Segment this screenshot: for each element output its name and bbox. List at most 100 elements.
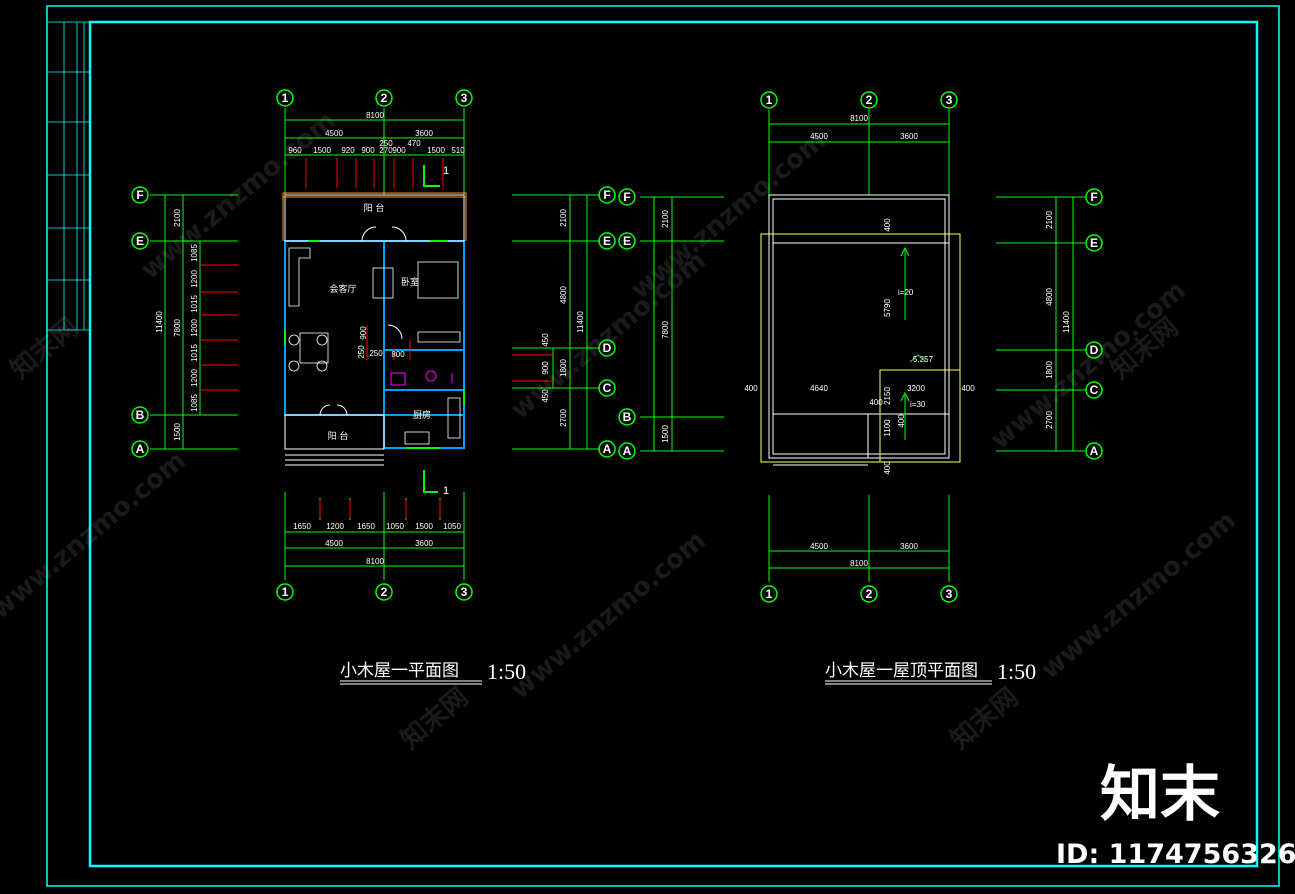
dim-bottom-bay: 3600 [900, 542, 918, 551]
watermark-text: www.znzmo.com [985, 275, 1191, 455]
dim-top-detail: 510 [451, 146, 465, 155]
dim-left-detail: 1015 [190, 344, 199, 362]
left-plan: 1 1 1 2 3 1 2 3 F E B A [131, 89, 526, 685]
dim-right: 2700 [1045, 411, 1054, 429]
slope-label: i=30 [910, 400, 926, 409]
watermark-text: www.znzmo.com [1035, 505, 1241, 685]
dim-left-bottom: 1500 [173, 423, 182, 441]
grid-label: D [603, 341, 612, 355]
grid-label: A [1090, 444, 1099, 458]
grid-label: F [1090, 190, 1097, 204]
watermark-text: www.znzmo.com [625, 125, 831, 305]
dim-top-detail: 250 [379, 139, 393, 148]
grid-label: 1 [766, 587, 773, 601]
brand-logo: 知末 [1100, 760, 1220, 830]
dim-bottom-detail: 1200 [326, 522, 344, 531]
grid-label: 3 [946, 587, 953, 601]
grid-label: F [136, 188, 143, 202]
dim-mid: 900 [541, 361, 550, 375]
dim-bottom-bay: 4500 [810, 542, 828, 551]
dim-left-detail: 1200 [190, 319, 199, 337]
dim-left-total: 11400 [155, 311, 164, 333]
dim-roof: 400 [883, 461, 892, 475]
dim-bottom-total: 8100 [366, 557, 384, 566]
dim-top-bay: 3600 [900, 132, 918, 141]
dim-mid: 2700 [559, 409, 568, 427]
grid-label: 3 [461, 91, 468, 105]
outer-frame [46, 5, 1280, 887]
dim-top-detail: 900 [361, 146, 375, 155]
grid-label: C [1090, 383, 1099, 397]
dim-inner: 800 [391, 350, 405, 359]
dim-inner: 250 [369, 349, 383, 358]
dim-mid: 450 [541, 389, 550, 403]
dim-mid: 11400 [576, 311, 585, 333]
grid-label: 1 [766, 93, 773, 107]
dim-bottom-bay: 4500 [325, 539, 343, 548]
dim-bottom-detail: 1650 [293, 522, 311, 531]
dim-roof: 5790 [883, 299, 892, 317]
dim-bottom-detail: 1050 [443, 522, 461, 531]
dim-top-detail: 270 [379, 146, 393, 155]
dim-right: 2100 [1045, 211, 1054, 229]
dim-roof: 400 [744, 384, 758, 393]
dim-top-detail: 960 [288, 146, 302, 155]
room-bedroom: 卧室 [401, 276, 419, 288]
dim-bottom-detail: 1500 [415, 522, 433, 531]
dim-bottom-detail: 1650 [357, 522, 375, 531]
grid-label: B [623, 410, 632, 424]
watermark-text: www.znzmo.com [505, 525, 711, 705]
grid-bubbles-left: F E B A [131, 186, 149, 458]
grid-bubbles-bottom: 1 2 3 [276, 583, 473, 601]
dim-mid: 7800 [661, 321, 670, 339]
grid-label: F [603, 188, 610, 202]
right-plan: 1 2 3 1 2 3 F E D C A 8100 4500 3600 450… [744, 91, 1103, 685]
dim-mid: 450 [541, 333, 550, 347]
grid-label: E [623, 234, 631, 248]
room-balcony-bottom: 阳 台 [328, 430, 349, 442]
dim-left-detail: 1085 [190, 394, 199, 412]
dim-right: 11400 [1062, 311, 1071, 333]
grid-label: D [1090, 343, 1099, 357]
dim-top-detail: 920 [341, 146, 355, 155]
grid-label: 1 [282, 91, 289, 105]
dim-left-detail: 1200 [190, 369, 199, 387]
dim-roof: 4640 [810, 384, 828, 393]
grid-bubbles-top: 1 2 3 [276, 89, 473, 107]
dim-inner: 900 [359, 326, 368, 340]
level-label: 5.257 [913, 355, 934, 364]
grid-label: B [136, 408, 145, 422]
dim-roof: 3200 [907, 384, 925, 393]
dim-mid: 2100 [559, 209, 568, 227]
dim-mid: 2100 [661, 210, 670, 228]
dim-top-bay: 3600 [415, 129, 433, 138]
dim-bottom-total: 8100 [850, 559, 868, 568]
grid-label: A [136, 442, 145, 456]
dim-roof: 2150 [883, 387, 892, 405]
dim-roof: 400 [869, 398, 883, 407]
grid-label: F [623, 190, 630, 204]
dim-left-detail: 1085 [190, 244, 199, 262]
grid-label: E [603, 234, 611, 248]
dim-top-total: 8100 [366, 111, 384, 120]
grid-label: 3 [946, 93, 953, 107]
dim-top-detail: 1500 [313, 146, 331, 155]
dim-top-bay: 4500 [810, 132, 828, 141]
dim-right: 1800 [1045, 361, 1054, 379]
dim-inner: 250 [357, 345, 366, 359]
dim-top-total: 8100 [850, 114, 868, 123]
watermark-text: 知末网 [5, 312, 84, 385]
watermark-text: 知末网 [945, 682, 1024, 755]
title-block [47, 21, 90, 331]
dim-left-detail: 1015 [190, 295, 199, 313]
dim-left-detail: 1200 [190, 270, 199, 288]
dim-left-top: 2100 [173, 209, 182, 227]
dim-top-detail: 470 [407, 139, 421, 148]
room-kitchen: 厨房 [413, 409, 431, 421]
grid-label: 2 [381, 91, 388, 105]
inner-frame [88, 20, 1259, 868]
dim-top-bay: 4500 [325, 129, 343, 138]
dim-bottom-detail: 1050 [386, 522, 404, 531]
dim-right: 4800 [1045, 288, 1054, 306]
id-label: ID: 1174756326 [1056, 839, 1295, 870]
